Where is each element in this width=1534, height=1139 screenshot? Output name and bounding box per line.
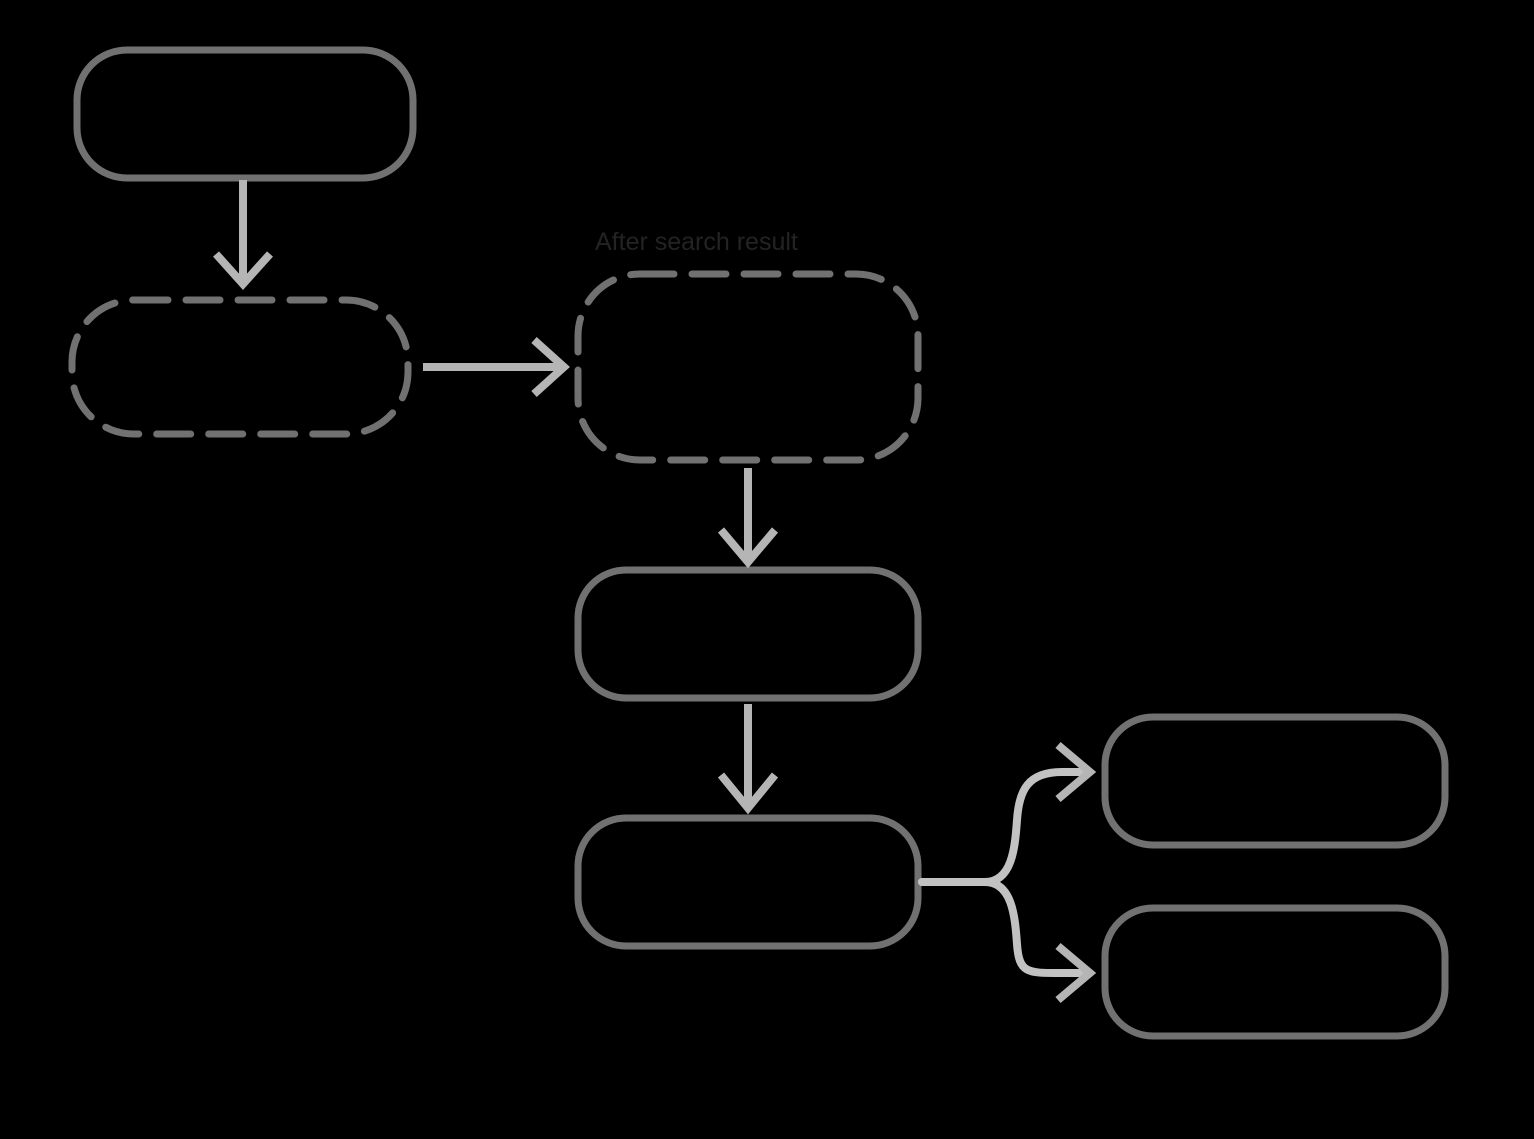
- edge-query-to-result-arrowhead-icon: [531, 337, 570, 397]
- edge-process-to-decision: [717, 704, 779, 815]
- edge-decision-to-branch-bottom-curve: [918, 878, 1092, 978]
- edge-decision-to-branch-top-curve: [918, 768, 1092, 886]
- edge-decision-to-branch-top: [918, 741, 1097, 886]
- edge-result-to-process: [717, 468, 779, 569]
- edge-result-to-process-arrowhead-icon: [717, 527, 779, 569]
- node-branch-top-shape[interactable]: [1101, 713, 1449, 849]
- node-search-query-shape[interactable]: [68, 296, 412, 438]
- edge-decision-to-branch-top-arrowhead-icon: [1055, 741, 1097, 803]
- node-branch-bottom-shape[interactable]: [1101, 904, 1449, 1040]
- node-search-result[interactable]: [574, 270, 922, 464]
- edge-query-to-result: After search result: [423, 228, 798, 397]
- node-search-result-shape[interactable]: [574, 270, 922, 464]
- edge-start-to-query-arrowhead-icon: [213, 251, 273, 290]
- node-search-query[interactable]: [68, 296, 412, 438]
- edge-decision-to-branch-bottom-arrowhead-icon: [1055, 942, 1097, 1004]
- edge-decision-to-branch-bottom: [918, 878, 1097, 1004]
- node-branch-bottom[interactable]: [1101, 904, 1449, 1040]
- edge-query-to-result-label: After search result: [595, 228, 798, 256]
- node-branch-top[interactable]: [1101, 713, 1449, 849]
- node-decision-shape[interactable]: [574, 814, 922, 950]
- node-process-shape[interactable]: [574, 566, 922, 702]
- edge-start-to-query: [213, 180, 273, 290]
- edge-process-to-decision-arrowhead-icon: [717, 772, 779, 815]
- node-start-shape[interactable]: [73, 46, 417, 182]
- node-decision[interactable]: [574, 814, 922, 950]
- node-start[interactable]: [73, 46, 417, 182]
- node-process[interactable]: [574, 566, 922, 702]
